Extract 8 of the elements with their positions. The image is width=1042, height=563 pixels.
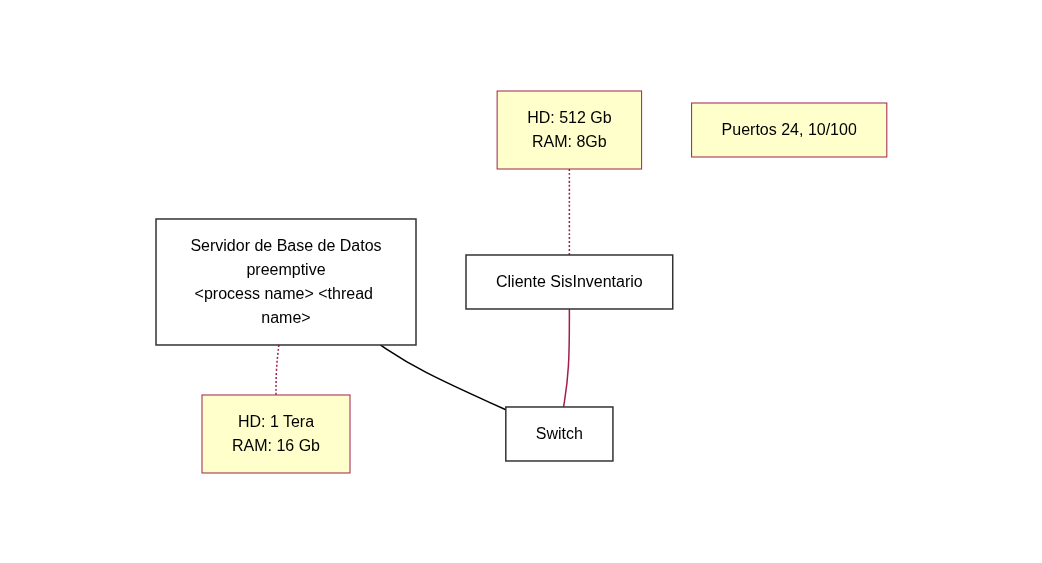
connector [562,307,570,408]
node-box: Switch [504,405,614,462]
connector [274,343,280,396]
node-box: HD: 512 Gb RAM: 8Gb [496,90,642,169]
node-box: Cliente SisInventario [464,253,674,310]
node-box: Puertos 24, 10/100 [690,102,887,157]
node-box: HD: 1 Tera RAM: 16 Gb [201,394,351,473]
node-box: Servidor de Base de Datos preemptive <process name> <thread name> [154,217,417,346]
